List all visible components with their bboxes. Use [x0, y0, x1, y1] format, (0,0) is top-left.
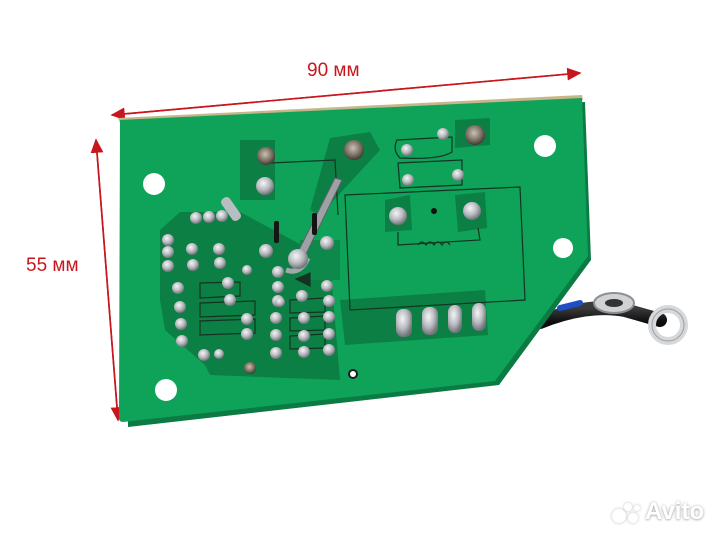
silkscreen-lines [199, 136, 526, 350]
avito-watermark: Avito [612, 498, 704, 526]
height-dimension-arrow [90, 138, 124, 422]
ring-terminal-wire [533, 292, 688, 345]
height-dimension-label: 55 мм [26, 255, 79, 276]
avito-logo-icon [612, 501, 642, 523]
width-dimension-label: 90 мм [307, 60, 360, 81]
mounting-holes [143, 135, 573, 401]
solder-joints [162, 125, 485, 374]
connector-pins [396, 303, 486, 337]
width-dimension-arrow [110, 67, 582, 121]
jumper-wire [221, 177, 343, 274]
avito-brand-text: Avito [645, 498, 705, 525]
